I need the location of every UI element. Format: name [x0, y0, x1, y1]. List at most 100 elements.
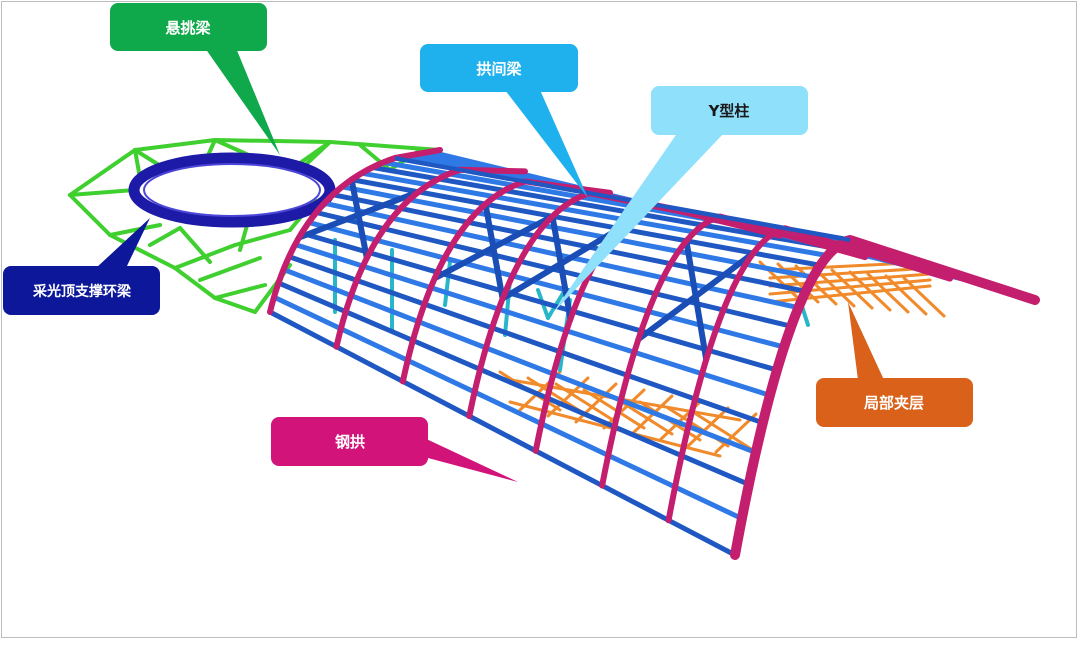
- purlin: [706, 348, 780, 373]
- purlin: [544, 395, 617, 430]
- callout-label: 拱间梁: [476, 60, 522, 78]
- purlin: [557, 349, 630, 378]
- steel-arch: [665, 225, 953, 524]
- purlin: [666, 517, 738, 558]
- callout-steel-arch: 钢拱: [271, 417, 518, 482]
- callout-skylight-ring-beam: 采光顶支撑环梁: [3, 218, 160, 315]
- callout-pointer-icon: [420, 436, 518, 482]
- callout-local-mezzanine: 局部夹层: [816, 302, 973, 427]
- purlin: [267, 309, 339, 350]
- callout-box: [110, 3, 267, 51]
- purlin: [501, 187, 574, 205]
- purlin: [477, 366, 550, 401]
- purlin: [728, 290, 801, 311]
- callout-box: [420, 44, 578, 92]
- purlin: [605, 452, 678, 490]
- purlin: [367, 250, 440, 275]
- purlin: [415, 319, 489, 351]
- callout-pointer-icon: [552, 132, 725, 314]
- purlin: [466, 413, 539, 454]
- purlin: [446, 171, 518, 188]
- steel-arch: [399, 178, 613, 385]
- purlin: [381, 226, 455, 248]
- purlin: [631, 349, 705, 377]
- purlin: [608, 235, 681, 254]
- callouts: 悬挑梁 拱间梁 Y型柱 采光顶支撑环梁 钢拱: [3, 3, 973, 482]
- callout-label: 悬挑梁: [165, 19, 211, 37]
- callout-label: 钢拱: [335, 433, 365, 451]
- purlin: [577, 291, 651, 314]
- purlin: [492, 194, 564, 212]
- cantilever-member: [133, 138, 217, 152]
- cantilever-member: [178, 226, 212, 264]
- cross-brace: [482, 201, 506, 302]
- purlin: [758, 241, 831, 259]
- mezzanine-member: [582, 388, 646, 430]
- mezzanine-member: [686, 406, 730, 448]
- purlin: [397, 205, 471, 225]
- purlin: [512, 182, 583, 200]
- purlin: [281, 266, 354, 299]
- purlin: [700, 222, 772, 240]
- purlin: [406, 197, 480, 216]
- purlin: [685, 423, 759, 456]
- purlin: [618, 397, 691, 429]
- purlin: [292, 242, 366, 269]
- purlin: [389, 215, 463, 236]
- purlin: [333, 344, 406, 384]
- purlin: [276, 280, 349, 315]
- steel-arch: [333, 166, 528, 350]
- purlin: [348, 293, 421, 325]
- purlin: [624, 372, 698, 402]
- callout-pointer-icon: [505, 90, 588, 198]
- mezzanine-member: [794, 264, 838, 306]
- purlin: [750, 250, 823, 268]
- purlin: [400, 378, 472, 419]
- purlin: [634, 211, 706, 228]
- purlin: [570, 308, 644, 334]
- steel-arch: [599, 213, 868, 489]
- purlin: [489, 325, 563, 355]
- cantilever-member: [358, 143, 392, 172]
- steel-arch: [267, 147, 443, 315]
- cantilever-member: [213, 283, 267, 300]
- mezzanine-member: [630, 394, 674, 436]
- purlin: [434, 269, 508, 295]
- purlin: [563, 328, 637, 355]
- cantilever-member: [148, 226, 182, 247]
- callout-label: Y型柱: [708, 102, 750, 120]
- purlin: [374, 237, 448, 261]
- callout-pointer-icon: [205, 48, 280, 155]
- purlin: [692, 396, 766, 426]
- mezzanine-member: [902, 276, 946, 318]
- purlin: [338, 326, 411, 363]
- steel-arch: [730, 235, 1040, 560]
- purlin: [482, 201, 555, 219]
- cantilever-member: [108, 233, 177, 270]
- mezzanine-member: [694, 412, 758, 454]
- cross-brace: [348, 176, 370, 261]
- cantilever-member: [68, 148, 137, 197]
- callout-pointer-icon: [96, 218, 150, 268]
- purlin: [502, 289, 576, 314]
- purlin: [600, 247, 674, 267]
- cross-braces: [295, 176, 757, 363]
- mezzanine-member: [768, 272, 932, 288]
- purlin: [359, 170, 431, 188]
- purlin: [592, 260, 666, 281]
- purlin: [735, 275, 809, 294]
- purlin: [550, 371, 624, 403]
- purlin: [299, 230, 373, 256]
- purlin: [713, 326, 787, 350]
- purlin: [286, 254, 360, 283]
- callout-label: 采光顶支撑环梁: [32, 283, 132, 300]
- cantilever-member: [213, 296, 257, 314]
- purlin: [354, 277, 427, 307]
- purlin: [683, 238, 756, 256]
- cantilever-member: [68, 193, 112, 237]
- callout-box: [816, 378, 973, 427]
- purlin: [428, 285, 502, 312]
- cross-brace: [549, 213, 574, 322]
- callout-label: 局部夹层: [863, 394, 924, 412]
